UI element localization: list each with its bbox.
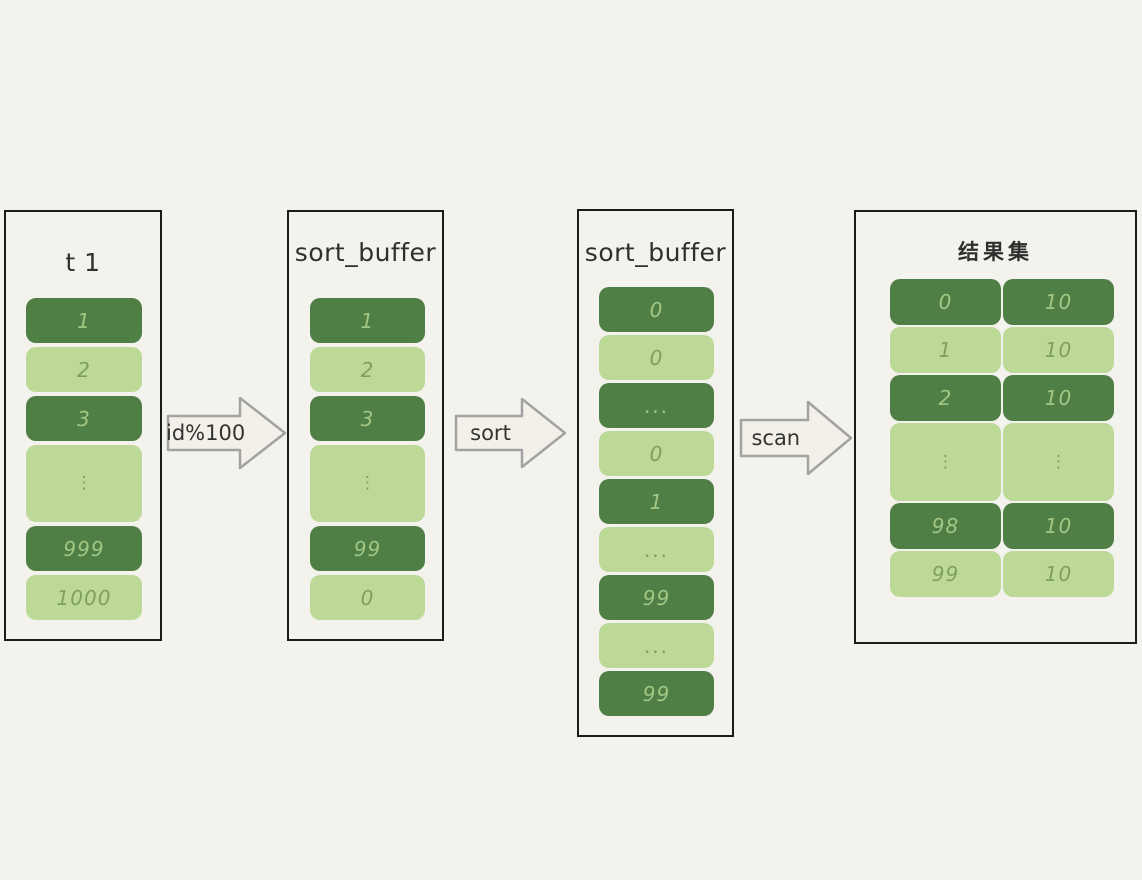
cell-ellipsis: ⋮ <box>310 445 425 522</box>
result-cell-value: 10 <box>1003 327 1114 373</box>
result-row: 1 10 <box>890 327 1114 373</box>
sort-buffer-cells-2: 0 0 ... 0 1 ... 99 ... 99 <box>599 287 714 716</box>
cell: 2 <box>26 347 142 392</box>
result-row: 2 10 <box>890 375 1114 421</box>
sort-buffer-box-1: sort_buffer 1 2 3 ⋮ 99 0 <box>287 210 444 641</box>
sort-buffer-cells-1: 1 2 3 ⋮ 99 0 <box>310 298 425 620</box>
result-set-title: 结果集 <box>958 240 1033 264</box>
arrow-scan: scan <box>739 398 854 478</box>
cell-ellipsis: ... <box>599 527 714 572</box>
cell: 1000 <box>26 575 142 620</box>
arrow-label: scan <box>751 426 801 450</box>
right-arrow-icon <box>454 397 567 469</box>
result-set-box: 结果集 0 10 1 10 2 10 ⋮ ⋮ 98 10 9 <box>854 210 1137 644</box>
cell: 1 <box>310 298 425 343</box>
right-arrow-icon <box>739 400 853 476</box>
cell: 0 <box>310 575 425 620</box>
result-row-ellipsis: ⋮ ⋮ <box>890 423 1114 501</box>
cell: 99 <box>310 526 425 571</box>
cell: 0 <box>599 431 714 476</box>
arrow-id-mod-100: id%100 <box>166 394 288 472</box>
sort-buffer-title-2: sort_buffer <box>584 238 727 267</box>
cell: 3 <box>26 396 142 441</box>
cell: 0 <box>599 287 714 332</box>
cell-ellipsis: ⋮ <box>26 445 142 522</box>
table-t1-box: t 1 1 2 3 ⋮ 999 1000 <box>4 210 162 641</box>
result-row: 98 10 <box>890 503 1114 549</box>
cell: 1 <box>599 479 714 524</box>
result-cell-value: 10 <box>1003 279 1114 325</box>
right-arrow-icon <box>166 396 287 470</box>
cell: 999 <box>26 526 142 571</box>
result-cell-id: 98 <box>890 503 1001 549</box>
cell: 3 <box>310 396 425 441</box>
result-cell-id: ⋮ <box>890 423 1001 501</box>
result-cell-id: 2 <box>890 375 1001 421</box>
result-row: 0 10 <box>890 279 1114 325</box>
result-cell-value: ⋮ <box>1003 423 1114 501</box>
sort-buffer-box-2: sort_buffer 0 0 ... 0 1 ... 99 ... 99 <box>577 209 734 737</box>
result-cell-id: 1 <box>890 327 1001 373</box>
cell: 99 <box>599 671 714 716</box>
cell: 2 <box>310 347 425 392</box>
cell-ellipsis: ... <box>599 623 714 668</box>
result-cell-value: 10 <box>1003 375 1114 421</box>
result-cell-id: 99 <box>890 551 1001 597</box>
cell: 0 <box>599 335 714 380</box>
cell-ellipsis: ... <box>599 383 714 428</box>
result-row: 99 10 <box>890 551 1114 597</box>
arrow-label: sort <box>470 421 511 445</box>
arrow-label: id%100 <box>166 421 246 445</box>
cell: 99 <box>599 575 714 620</box>
result-set-rows: 0 10 1 10 2 10 ⋮ ⋮ 98 10 99 10 <box>890 279 1114 597</box>
result-cell-value: 10 <box>1003 503 1114 549</box>
arrow-sort: sort <box>454 396 568 470</box>
sort-buffer-title-1: sort_buffer <box>294 238 437 267</box>
result-cell-id: 0 <box>890 279 1001 325</box>
cell: 1 <box>26 298 142 343</box>
table-t1-title: t 1 <box>65 248 101 277</box>
result-cell-value: 10 <box>1003 551 1114 597</box>
table-t1-cells: 1 2 3 ⋮ 999 1000 <box>26 298 142 620</box>
